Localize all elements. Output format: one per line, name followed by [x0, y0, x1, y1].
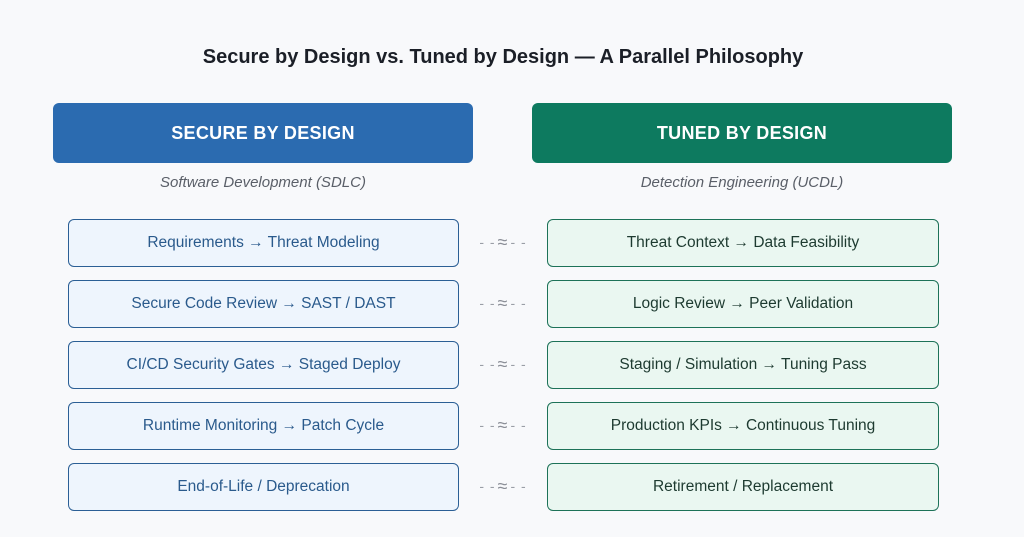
parallel-connector-5: - - ≈ - - [472, 476, 534, 496]
parallel-connector-1: - - ≈ - - [472, 232, 534, 252]
connector-dash: - - [479, 295, 496, 311]
tuned-by-design-header: TUNED BY DESIGN [532, 103, 952, 163]
ucdl-step-1: Threat Context → Data Feasibility [547, 219, 939, 267]
connector-dash: - - [510, 417, 527, 433]
connector-dash: - - [479, 417, 496, 433]
ucdl-subtitle: Detection Engineering (UCDL) [640, 174, 844, 191]
approx-icon: ≈ [497, 353, 509, 374]
connector-dash: - - [510, 295, 527, 311]
parallel-connector-3: - - ≈ - - [472, 354, 534, 374]
diagram-title: Secure by Design vs. Tuned by Design — A… [202, 46, 804, 68]
sdlc-step-1: Requirements → Threat Modeling [68, 219, 459, 267]
ucdl-step-4: Production KPIs → Continuous Tuning [547, 402, 939, 450]
parallel-connector-2: - - ≈ - - [472, 293, 534, 313]
approx-icon: ≈ [497, 414, 509, 435]
sdlc-step-5: End-of-Life / Deprecation [68, 463, 459, 511]
connector-dash: - - [510, 234, 527, 250]
sdlc-step-4: Runtime Monitoring → Patch Cycle [68, 402, 459, 450]
ucdl-step-2: Logic Review → Peer Validation [547, 280, 939, 328]
connector-dash: - - [479, 478, 496, 494]
connector-dash: - - [479, 356, 496, 372]
connector-dash: - - [479, 234, 496, 250]
connector-dash: - - [510, 478, 527, 494]
approx-icon: ≈ [497, 475, 509, 496]
parallel-connector-4: - - ≈ - - [472, 415, 534, 435]
sdlc-step-2: Secure Code Review → SAST / DAST [68, 280, 459, 328]
approx-icon: ≈ [497, 292, 509, 313]
ucdl-step-3: Staging / Simulation → Tuning Pass [547, 341, 939, 389]
ucdl-step-5: Retirement / Replacement [547, 463, 939, 511]
approx-icon: ≈ [497, 231, 509, 252]
sdlc-subtitle: Software Development (SDLC) [160, 174, 366, 191]
secure-by-design-header: SECURE BY DESIGN [53, 103, 473, 163]
connector-dash: - - [510, 356, 527, 372]
sdlc-step-3: CI/CD Security Gates → Staged Deploy [68, 341, 459, 389]
